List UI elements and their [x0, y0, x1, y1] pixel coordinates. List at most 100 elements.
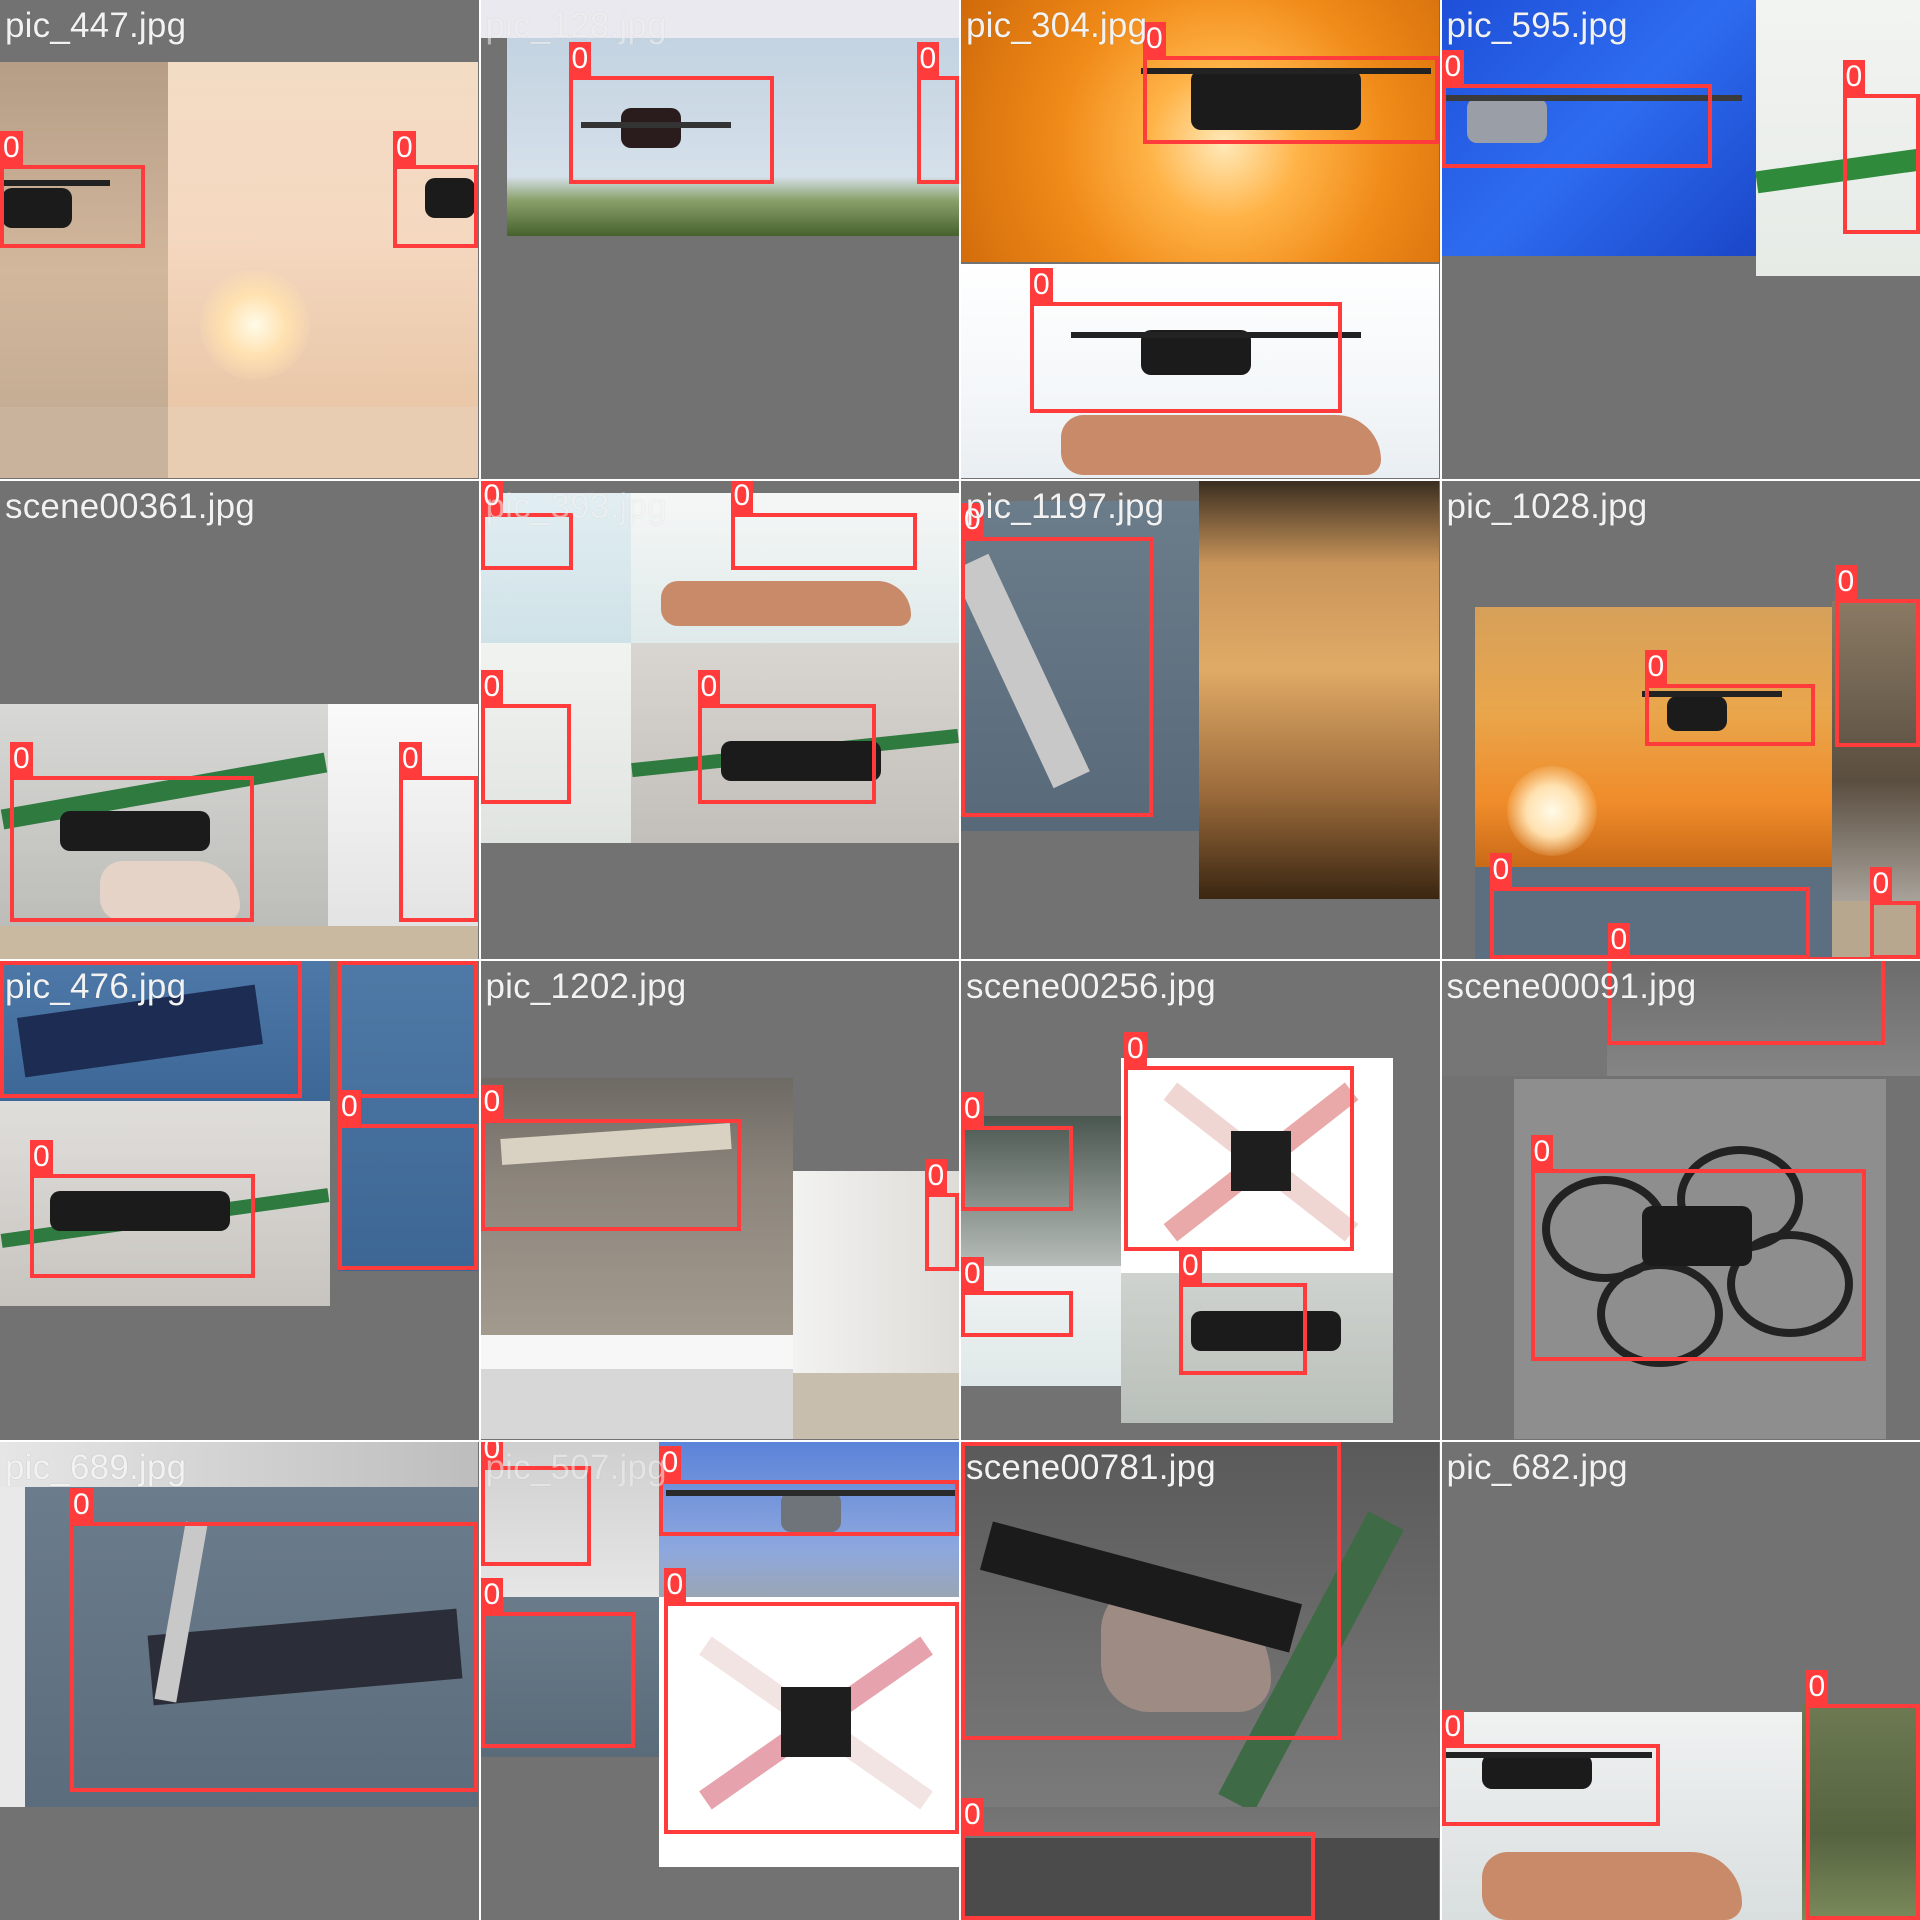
detection-box: 0: [1124, 1032, 1354, 1251]
class-label: 0: [1143, 22, 1166, 56]
detection-box: 0: [338, 1090, 478, 1270]
drone-silhouette: [1191, 1311, 1341, 1351]
detection-box: 0: [1644, 649, 1815, 746]
image-patch: [0, 1441, 478, 1487]
drone-silhouette: [780, 1686, 851, 1757]
class-label: 0: [1030, 268, 1053, 302]
mosaic-tile: 0 pic_1197.jpg: [961, 480, 1440, 959]
image-filename: scene00256.jpg: [966, 967, 1216, 1006]
image-filename: pic_304.jpg: [966, 6, 1148, 45]
detection-box: 0: [1834, 564, 1920, 747]
image-filename: pic_1202.jpg: [485, 967, 687, 1006]
class-label: 0: [1805, 1669, 1829, 1704]
mosaic-tile: 0 0 pic_1202.jpg: [480, 961, 959, 1440]
drone-silhouette: [60, 810, 210, 851]
image-patch: [338, 961, 478, 1271]
drone-arm: [1441, 1751, 1652, 1758]
drone-silhouette: [1466, 98, 1547, 143]
drone-arm: [580, 122, 731, 128]
class-label: 0: [730, 480, 754, 513]
detection-box: 0: [30, 1140, 255, 1278]
image-patch: [961, 1837, 1439, 1920]
image-filename: scene00361.jpg: [5, 486, 255, 526]
drone-arm: [1441, 95, 1742, 101]
image-filename: scene00781.jpg: [966, 1447, 1216, 1487]
mosaic-tile: 0 0 pic_447.jpg: [0, 0, 479, 479]
detection-box: 0: [1030, 268, 1342, 413]
detection-box: 0: [961, 1797, 1315, 1920]
drone-arm: [1141, 68, 1431, 74]
detection-box: 0: [0, 961, 302, 1098]
image-patch: [480, 1369, 793, 1439]
image-filename: pic_393.jpg: [485, 486, 667, 526]
image-patch: [961, 0, 1439, 262]
class-label: 0: [10, 741, 33, 776]
class-label: 0: [961, 1257, 984, 1291]
detection-box: 0: [697, 669, 876, 804]
image-patch: [0, 925, 478, 959]
image-filename: pic_682.jpg: [1446, 1447, 1628, 1487]
image-patch: [328, 703, 478, 926]
image-patch: [1801, 1703, 1920, 1920]
mosaic-tile: 0 scene00091.jpg: [1441, 961, 1920, 1440]
detection-box: 0: [1489, 852, 1810, 959]
image-patch: [0, 1486, 25, 1807]
image-filename: pic_476.jpg: [5, 967, 187, 1006]
image-patch: [1474, 866, 1832, 959]
mosaic-tile: 0 0 scene00781.jpg: [961, 1441, 1440, 1920]
mosaic-tile: 0 pic_689.jpg: [0, 1441, 479, 1920]
mosaic-tile: 0 0 0 0 0 pic_1028.jpg: [1441, 480, 1920, 959]
class-label: 0: [961, 1797, 984, 1832]
class-label: 0: [480, 669, 504, 704]
class-label: 0: [924, 1159, 948, 1193]
drone-silhouette: [425, 178, 475, 218]
class-label: 0: [1607, 922, 1631, 957]
image-patch: [0, 407, 168, 478]
drone-silhouette: [1231, 1131, 1291, 1191]
class-label: 0: [1530, 1135, 1554, 1169]
image-patch: [792, 1171, 959, 1373]
detection-box: 0: [924, 1159, 959, 1271]
image-patch: [480, 0, 959, 38]
detection-box: 0: [730, 480, 917, 570]
class-label: 0: [1489, 852, 1513, 887]
class-label: 0: [1869, 866, 1893, 901]
class-label: 0: [961, 502, 984, 537]
drone-silhouette: [720, 740, 881, 781]
drone-silhouette: [620, 108, 681, 148]
image-patch: [168, 407, 478, 478]
drone-silhouette: [1641, 1206, 1752, 1266]
detection-box: 0: [961, 1092, 1073, 1211]
image-filename: pic_507.jpg: [485, 1447, 667, 1487]
detection-box: 0: [1179, 1249, 1307, 1375]
image-patch: [792, 1373, 959, 1439]
drone-silhouette: [1191, 70, 1361, 130]
detection-box: 0: [1143, 22, 1439, 144]
mosaic-tile: 0 0 0 0 pic_393.jpg: [480, 480, 959, 959]
mosaic-tile: 0 0 0 0 pic_476.jpg: [0, 961, 479, 1440]
mosaic-tile: 0 0 pic_128.jpg: [480, 0, 959, 479]
image-patch: [961, 1116, 1121, 1266]
detection-box: 0: [1805, 1669, 1920, 1920]
image-patch: [480, 1756, 659, 1920]
detection-box: 0: [1441, 50, 1712, 168]
class-label: 0: [480, 1085, 504, 1119]
class-label: 0: [480, 1441, 504, 1466]
image-patch: [1606, 961, 1920, 1076]
detection-box: 0: [658, 1445, 959, 1536]
class-label: 0: [393, 131, 416, 165]
hand: [660, 580, 911, 626]
image-patch: [961, 1266, 1121, 1386]
detection-box: 0: [399, 741, 478, 922]
class-label: 0: [916, 42, 940, 76]
detection-box: 0: [70, 1487, 478, 1792]
drone-silhouette: [780, 1491, 841, 1532]
class-label: 0: [658, 1445, 682, 1480]
class-label: 0: [1124, 1032, 1147, 1066]
mosaic-tile: 0 0 pic_595.jpg: [1441, 0, 1920, 479]
detection-box: [1606, 961, 1885, 1045]
image-patch: [0, 62, 168, 407]
detection-box: 0: [1607, 922, 1878, 959]
detection-box: 0: [393, 131, 478, 248]
